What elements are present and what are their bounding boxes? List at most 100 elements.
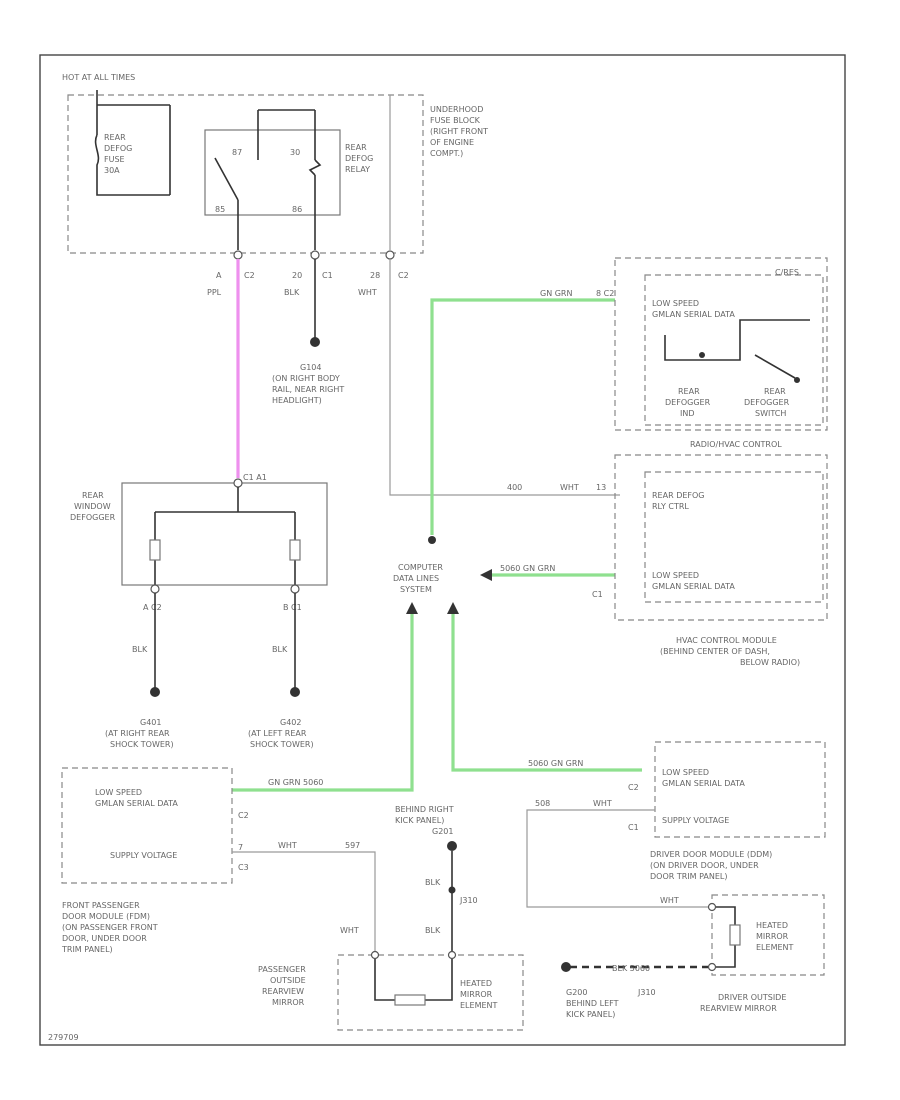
wht-mirror-label: WHT <box>340 926 359 935</box>
driver-supply-wire <box>526 809 712 908</box>
diagram-id: 279709 <box>48 1033 79 1042</box>
low-speed-gmlan-1: LOW SPEED GMLAN SERIAL DATA <box>652 299 735 319</box>
defogger-connector-right <box>290 584 300 594</box>
driver-door-module-label: DRIVER DOOR MODULE (DDM) (ON DRIVER DOOR… <box>650 850 772 881</box>
underhood-fuse-block-outline <box>67 94 424 254</box>
svg-text:REAR: REAR <box>82 491 104 500</box>
green-arrow-passenger <box>406 602 418 614</box>
passenger-supply-wire <box>232 851 376 955</box>
svg-text:TRIM PANEL): TRIM PANEL) <box>61 945 113 954</box>
ground-g402-dot <box>290 687 300 697</box>
svg-text:(ON RIGHT BODY: (ON RIGHT BODY <box>272 374 340 383</box>
green-arrow-driver <box>447 602 459 614</box>
svg-text:G201: G201 <box>432 827 453 836</box>
svg-text:PASSENGER: PASSENGER <box>258 965 306 974</box>
svg-text:DRIVER OUTSIDE: DRIVER OUTSIDE <box>718 993 786 1002</box>
svg-text:GMLAN SERIAL DATA: GMLAN SERIAL DATA <box>662 779 745 788</box>
svg-text:REARVIEW MIRROR: REARVIEW MIRROR <box>700 1004 777 1013</box>
svg-text:G200: G200 <box>566 988 587 997</box>
wht-hvac: WHT <box>560 483 579 492</box>
fuse-to-relay-wire <box>96 104 171 195</box>
relay-coil-zigzag <box>308 159 322 176</box>
fuse-symbol <box>94 134 170 196</box>
passenger-pin-c2: C2 <box>238 811 249 820</box>
wire-blk-label: BLK <box>284 288 300 297</box>
ground-g401-label: G401 (AT RIGHT REAR SHOCK TOWER) <box>105 718 174 749</box>
pin-20: 20 <box>292 271 302 280</box>
svg-text:GMLAN SERIAL DATA: GMLAN SERIAL DATA <box>652 310 735 319</box>
rear-window-defogger-box <box>121 482 328 586</box>
driver-wire-508: 508 <box>535 799 550 808</box>
svg-text:LOW SPEED: LOW SPEED <box>662 768 709 777</box>
ground-g104-label: G104 (ON RIGHT BODY RAIL, NEAR RIGHT HEA… <box>272 363 344 405</box>
radio-hvac-control-label: RADIO/HVAC CONTROL <box>690 440 782 449</box>
driver-green-label: 5060 GN GRN <box>528 759 583 768</box>
svg-text:(AT LEFT REAR: (AT LEFT REAR <box>248 729 307 738</box>
sw-label-top: GN GRN <box>540 289 572 298</box>
svg-text:RAIL, NEAR RIGHT: RAIL, NEAR RIGHT <box>272 385 344 394</box>
svg-text:KICK PANEL): KICK PANEL) <box>566 1010 615 1019</box>
pin-28: 28 <box>370 271 380 280</box>
rear-defog-relay-label: REAR DEFOG RELAY <box>345 143 373 174</box>
defogger-grid <box>154 487 296 585</box>
svg-text:DEFOGGER: DEFOGGER <box>665 398 711 407</box>
driver-mirror-label: DRIVER OUTSIDE REARVIEW MIRROR <box>700 993 786 1013</box>
defogger-element-right <box>289 539 301 561</box>
low-speed-gmlan-2: LOW SPEED GMLAN SERIAL DATA <box>652 571 735 591</box>
svg-text:SYSTEM: SYSTEM <box>400 585 432 594</box>
svg-text:DRIVER DOOR MODULE (DDM): DRIVER DOOR MODULE (DDM) <box>650 850 772 859</box>
svg-text:(BEHIND CENTER OF DASH,: (BEHIND CENTER OF DASH, <box>660 647 770 656</box>
relay-pin-87: 87 <box>232 148 242 157</box>
svg-text:HVAC CONTROL MODULE: HVAC CONTROL MODULE <box>676 636 777 645</box>
green-passenger-label: GN GRN 5060 <box>268 778 323 787</box>
driver-pin-c1: C1 <box>628 823 639 832</box>
rear-window-defogger-label: REAR WINDOW DEFOGGER <box>70 491 116 522</box>
wire-400: 400 <box>507 483 522 492</box>
blk-right-label: BLK <box>272 645 288 654</box>
heated-mirror-element-2-label: HEATED MIRROR ELEMENT <box>756 921 794 952</box>
splice-j310-dot <box>448 886 456 894</box>
pin-a: A <box>216 271 222 280</box>
driver-mirror-connector-bottom <box>707 962 717 972</box>
green-arrow-hvac <box>480 569 492 581</box>
svg-text:COMPUTER: COMPUTER <box>398 563 443 572</box>
mirror-element-2 <box>729 924 741 946</box>
mirror-connector-left <box>370 950 380 960</box>
relay-pin-30: 30 <box>290 148 300 157</box>
svg-text:REAR: REAR <box>764 387 786 396</box>
svg-text:IND: IND <box>680 409 695 418</box>
blk-left-label: BLK <box>132 645 148 654</box>
relay-pin-85: 85 <box>215 205 225 214</box>
svg-text:(RIGHT FRONT: (RIGHT FRONT <box>430 127 488 136</box>
ground-g200-dot <box>561 962 571 972</box>
svg-text:GMLAN SERIAL DATA: GMLAN SERIAL DATA <box>95 799 178 808</box>
svg-text:ELEMENT: ELEMENT <box>756 943 794 952</box>
driver-mirror-outline <box>711 894 825 976</box>
radio-hvac-control-outline <box>614 257 828 431</box>
defogger-connector-left <box>150 584 160 594</box>
ground-g200-label: G200 BEHIND LEFT KICK PANEL) <box>566 988 619 1019</box>
blk-ground-label: BLK <box>425 878 441 887</box>
pin-a-c2: A C2 <box>143 603 162 612</box>
hot-at-all-times-label: HOT AT ALL TIMES <box>62 73 135 82</box>
relay-switch <box>214 130 259 215</box>
svg-text:KICK PANEL): KICK PANEL) <box>395 816 444 825</box>
driver-low-speed-label: LOW SPEED GMLAN SERIAL DATA <box>662 768 745 788</box>
svg-text:DEFOG: DEFOG <box>104 144 132 153</box>
hvac-pin-13: 13 <box>596 483 606 492</box>
svg-text:(AT RIGHT REAR: (AT RIGHT REAR <box>105 729 170 738</box>
radio-hvac-inner-box <box>644 274 824 426</box>
green-wire-to-passenger-module <box>232 612 414 792</box>
svg-text:SWITCH: SWITCH <box>755 409 786 418</box>
heated-mirror-element-1-label: HEATED MIRROR ELEMENT <box>460 979 498 1010</box>
rear-defog-fuse-label: REAR DEFOG FUSE 30A <box>104 133 132 175</box>
wire-ppl-label: PPL <box>207 288 222 297</box>
hvac-control-inner-box <box>644 471 824 603</box>
rear-defogger-ind-label: REAR DEFOGGER IND <box>665 387 711 418</box>
svg-text:DEFOG: DEFOG <box>345 154 373 163</box>
ind-contact <box>699 352 705 358</box>
svg-text:BEHIND RIGHT: BEHIND RIGHT <box>395 805 454 814</box>
svg-text:DOOR TRIM PANEL): DOOR TRIM PANEL) <box>650 872 728 881</box>
svg-text:(ON PASSENGER FRONT: (ON PASSENGER FRONT <box>62 923 158 932</box>
